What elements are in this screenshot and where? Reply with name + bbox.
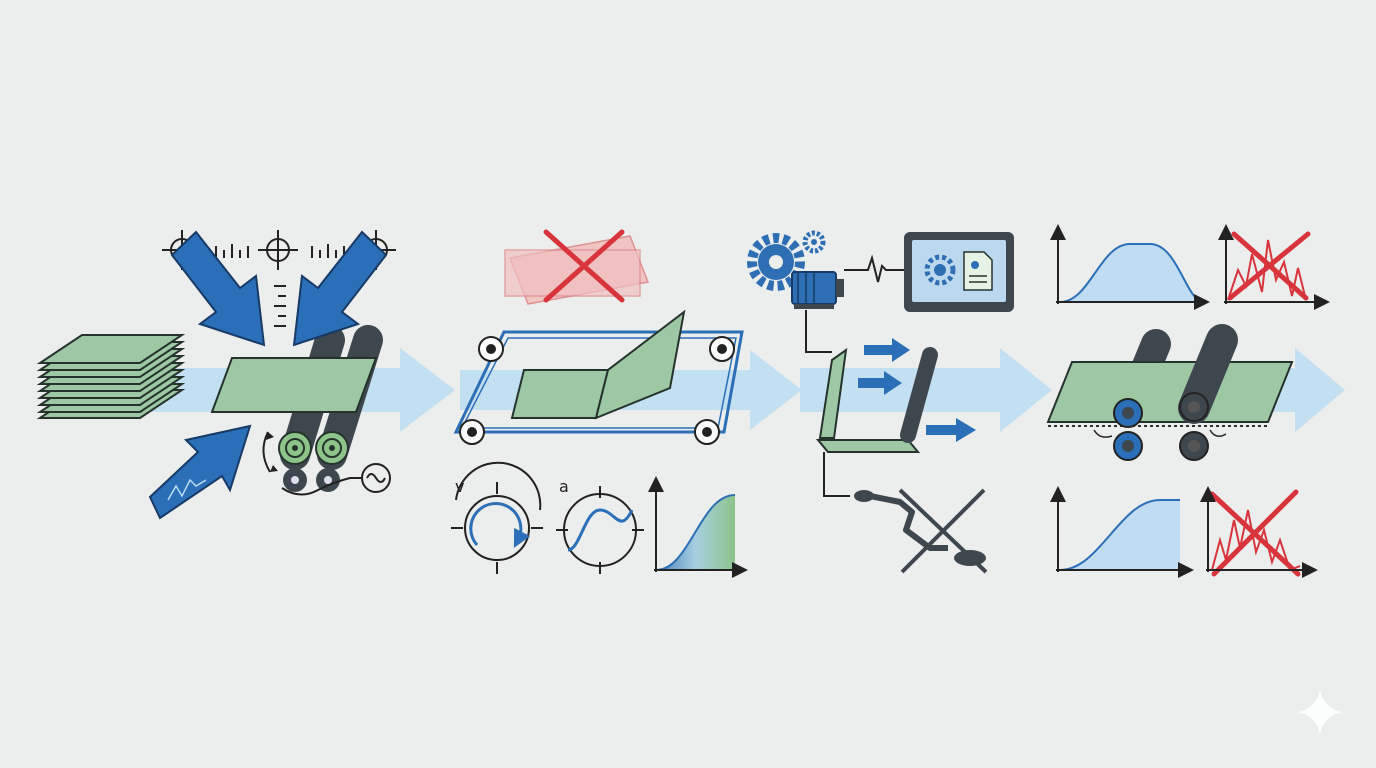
acceleration-dial-icon: a	[556, 477, 644, 574]
rejected-sheet-icon	[504, 229, 650, 305]
sheet-under-press	[210, 357, 378, 413]
connector-lines	[805, 310, 850, 497]
acceleration-label: a	[559, 477, 569, 496]
guide-frame-icon	[815, 347, 938, 453]
noisy-curve-icon	[1200, 486, 1318, 578]
gear-motor-icon	[747, 230, 844, 309]
force-arrow-icon	[292, 230, 388, 347]
conveyor-belt-icon	[453, 309, 744, 445]
push-arrows	[858, 338, 976, 442]
signal-line	[844, 254, 904, 283]
force-arrow-icon	[170, 230, 266, 347]
noisy-curve-icon	[1218, 224, 1330, 310]
stacked-sheets-icon	[36, 334, 186, 419]
sparkle-icon	[1298, 690, 1342, 734]
s-curve-icon	[1050, 486, 1194, 578]
gradient-curve-icon	[648, 476, 748, 578]
crosshair-icon	[258, 230, 298, 270]
plateau-curve-icon	[1050, 224, 1210, 310]
final-roller-stage	[1046, 324, 1294, 461]
hand-crank-icon	[854, 488, 988, 574]
velocity-dial-icon: v	[451, 461, 543, 574]
force-arrow-icon	[148, 424, 252, 520]
monitor-document-icon	[904, 232, 1014, 312]
sine-source-icon	[281, 463, 391, 496]
